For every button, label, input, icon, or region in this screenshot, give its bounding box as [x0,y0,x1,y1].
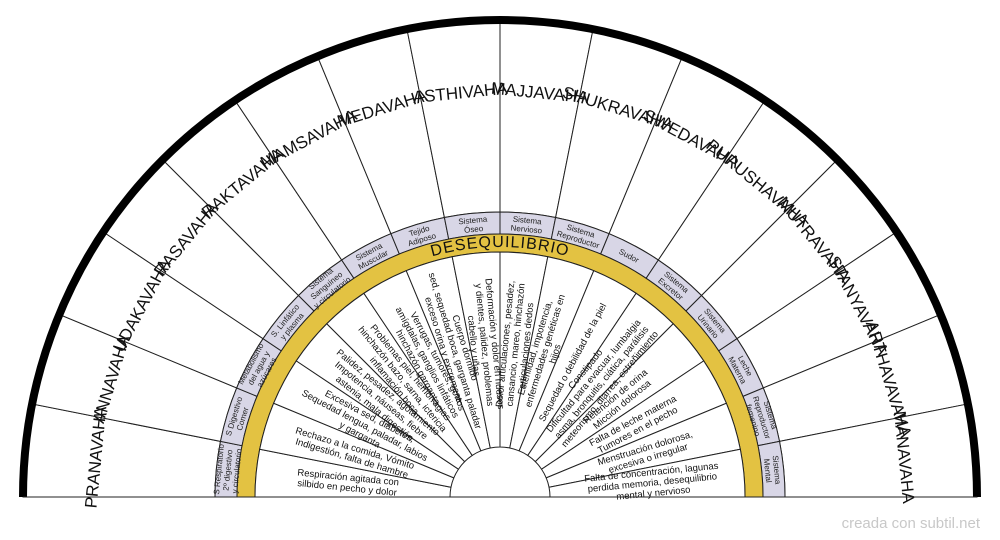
symptom-label-shukravaha-line: hijos [547,343,563,365]
system-label-pranavaha-line: 2º digestivo [221,449,234,491]
credit-text: creada con subtil.net [841,515,980,532]
system-label-manavaha-line: Sistema [771,455,783,485]
system-label-asthivaha-line: Óseo [464,224,484,235]
system-label-majjavaha: SistemaNervioso [510,214,544,235]
symptom-sectors-layer [254,251,746,498]
outer-rim [19,16,981,498]
system-label-medavaha: TejidoAdiposo [404,222,437,248]
system-label-asthivaha-line: Sistema [458,215,488,227]
system-label-manavaha: SistemaMental [762,455,783,486]
outer-sectors-layer [22,19,978,498]
system-label-pranavaha: S Respiratorio2º digestivoy circulatorio [212,443,244,497]
system-label-majjavaha-line: Sistema [512,215,542,227]
system-label-manavaha-line: Mental [762,458,773,483]
symptom-label-asthivaha: Deformación y dolor en huesosy dientes, … [461,278,506,412]
system-label-asthivaha: SistemaÓseo [458,215,489,236]
system-label-majjavaha-line: Nervioso [510,223,543,235]
system-label-pranavaha-line: y circulatorio [230,448,243,494]
